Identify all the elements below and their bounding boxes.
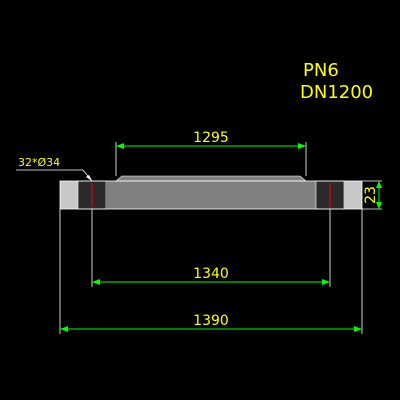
flange-right-end bbox=[344, 181, 362, 209]
flange-section bbox=[59, 175, 363, 210]
hole-callout: 32*Ø34 bbox=[16, 156, 93, 182]
flange-outline bbox=[59, 180, 363, 210]
raised-face bbox=[115, 175, 307, 182]
dimension-bolt-circle: 1340 bbox=[92, 266, 330, 285]
dimension-raised-face: 1295 bbox=[116, 130, 306, 149]
dim-outer-diameter-label: 1390 bbox=[193, 313, 229, 329]
pressure-rating-label: PN6 bbox=[303, 60, 339, 81]
dim-thickness-label: 23 bbox=[363, 186, 379, 204]
extension-lines bbox=[59, 142, 382, 334]
hole-callout-label: 32*Ø34 bbox=[18, 156, 60, 169]
nominal-diameter-label: DN1200 bbox=[300, 82, 373, 103]
flange-body bbox=[106, 181, 316, 209]
dimension-outer-diameter: 1390 bbox=[60, 313, 362, 332]
dimension-thickness: 23 bbox=[363, 181, 382, 209]
flange-left-end bbox=[60, 181, 78, 209]
dim-raised-face-label: 1295 bbox=[193, 130, 229, 146]
dim-bolt-circle-label: 1340 bbox=[193, 266, 229, 282]
